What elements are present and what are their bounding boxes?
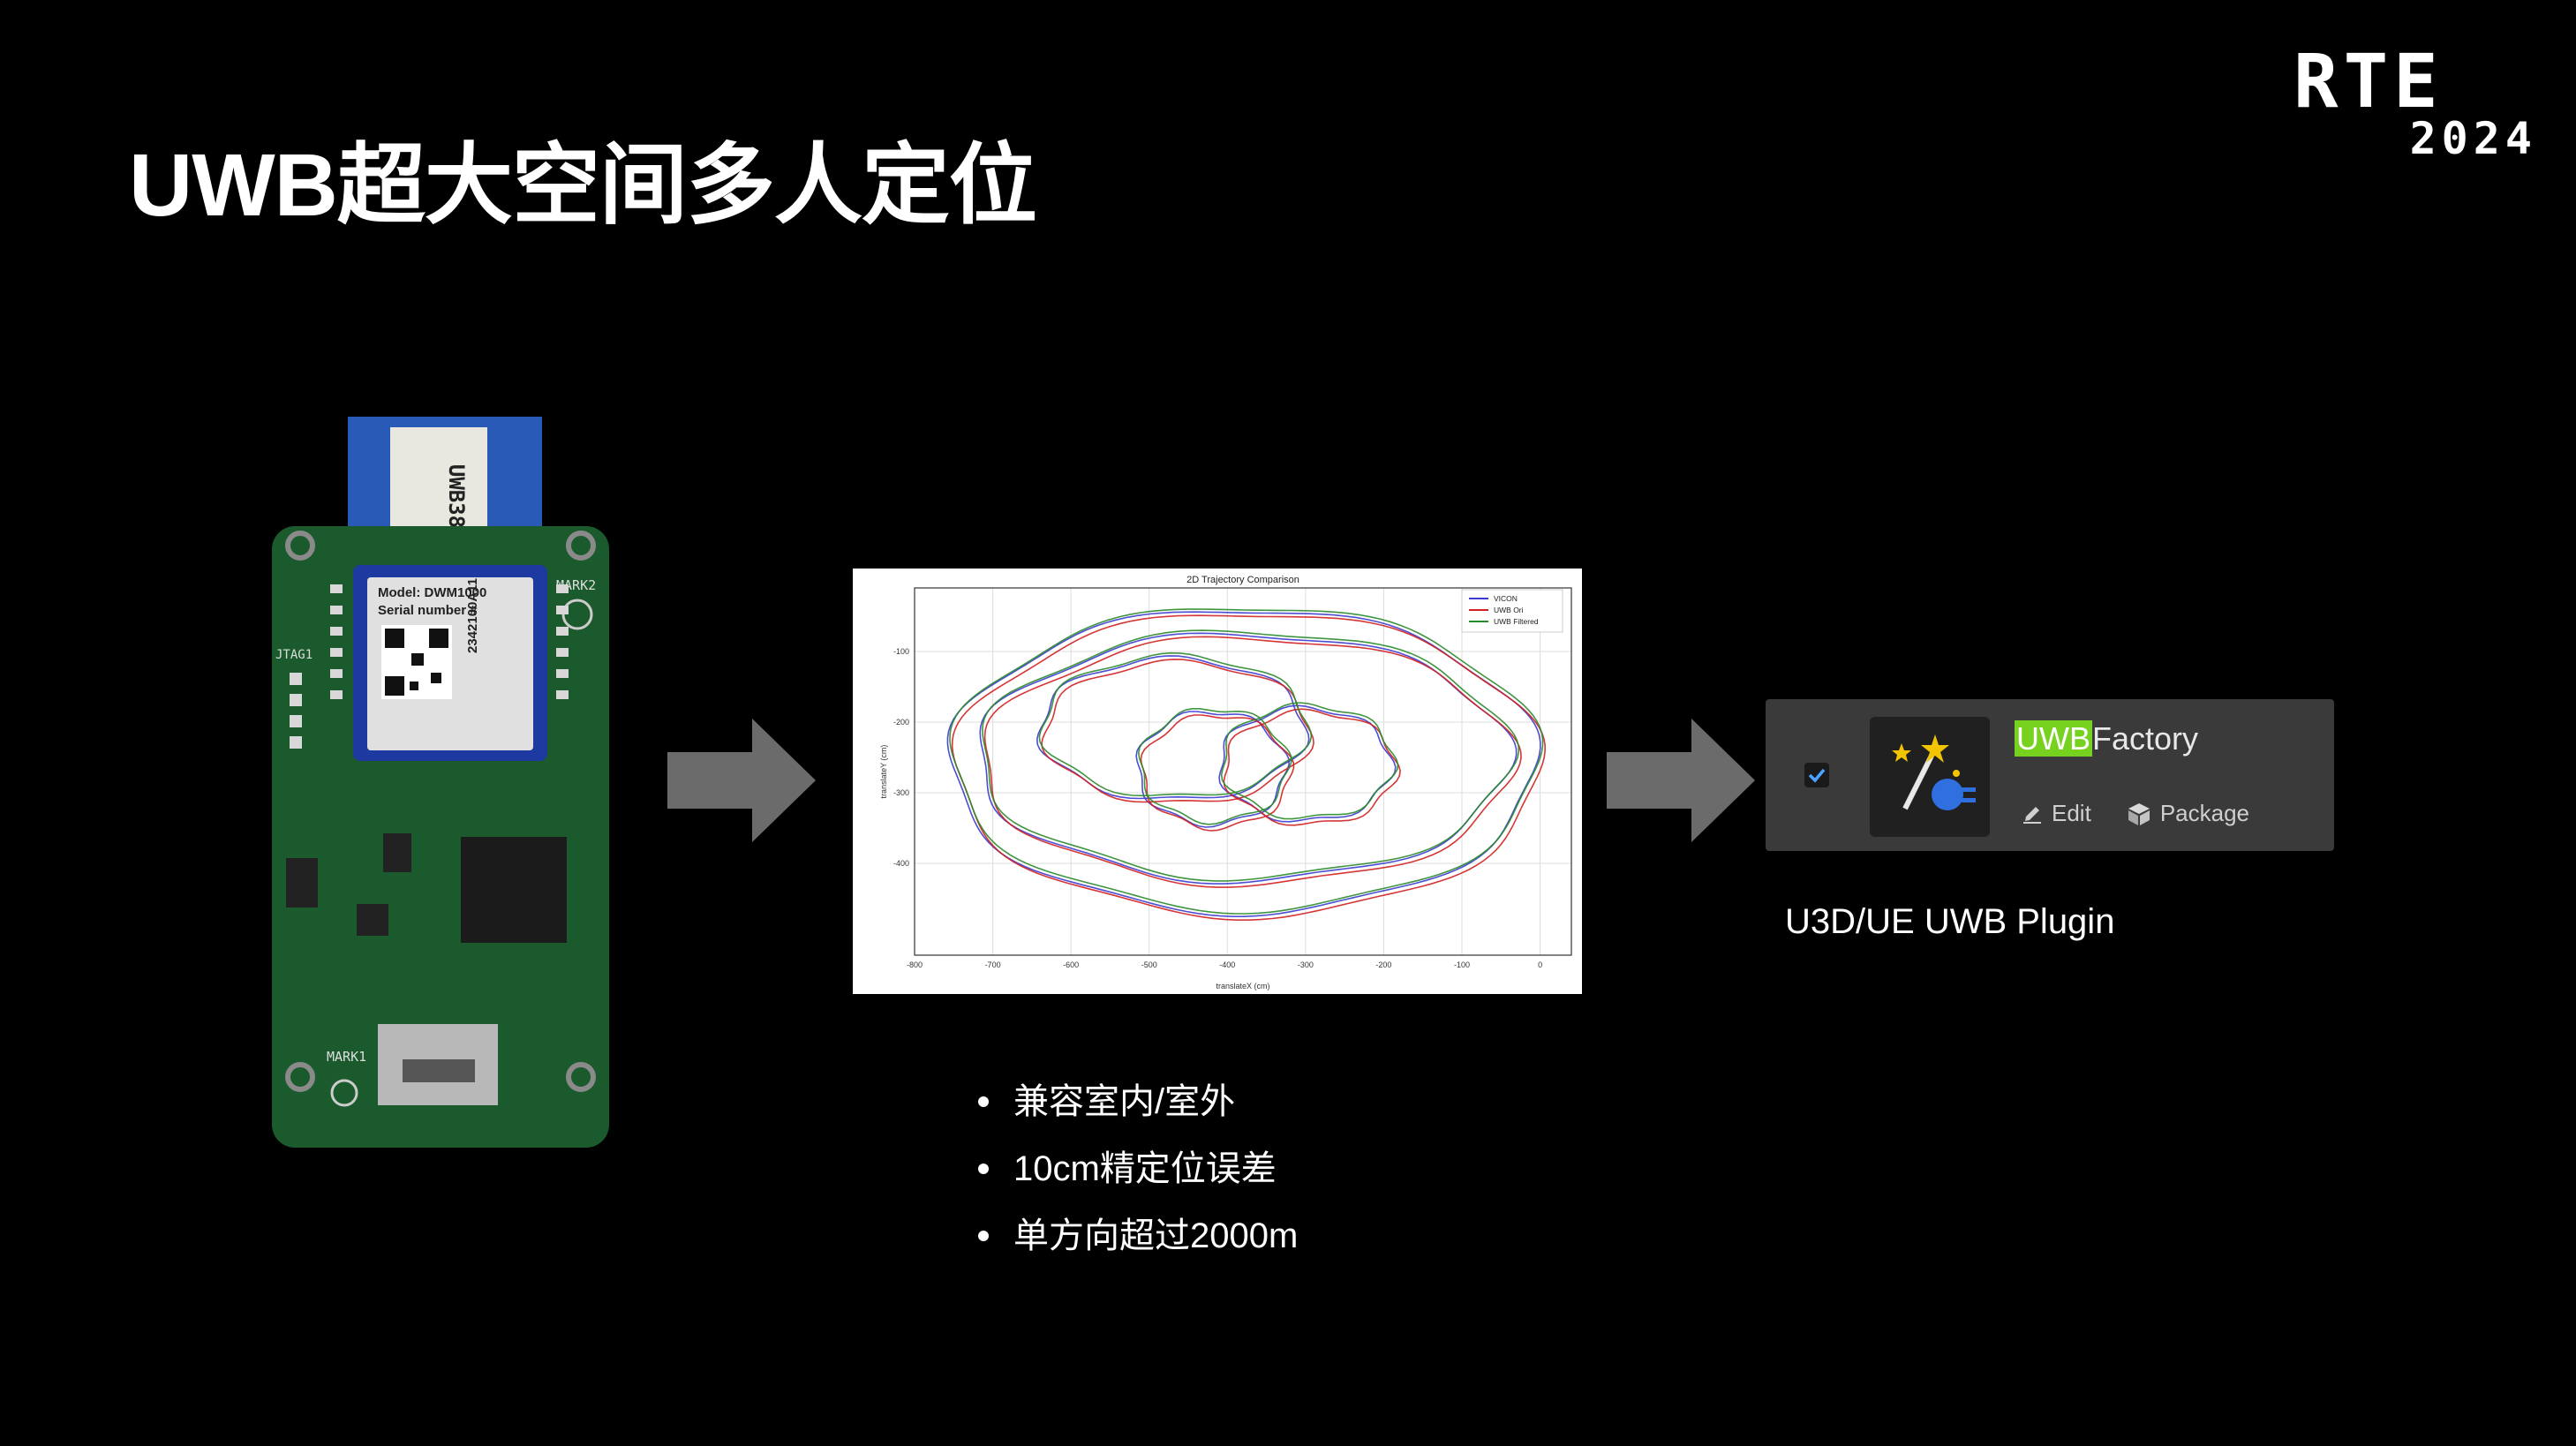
trajectory-line: [949, 608, 1544, 915]
legend-label: UWB Ori: [1494, 606, 1524, 614]
usb-port: [403, 1059, 475, 1082]
logo-year: 2024: [2409, 113, 2537, 164]
x-tick-label: -200: [1375, 960, 1391, 969]
plugin-caption: U3D/UE UWB Plugin: [1785, 902, 2115, 941]
chip-u4: [383, 833, 411, 872]
bullet-item: 兼容室内/室外: [978, 1068, 1298, 1135]
trajectory-line: [1223, 708, 1401, 826]
x-tick-label: -700: [985, 960, 1001, 969]
jtag-label: JTAG1: [275, 648, 313, 662]
y-tick-label: -200: [893, 718, 909, 727]
x-tick-label: -600: [1063, 960, 1079, 969]
trajectory-line: [946, 611, 1541, 917]
uwb-board-photo: UWB38 MARK2 MARK1 JTAG1 Model: DWM1000 S…: [272, 417, 609, 1148]
magic-wand-plug-icon: [1892, 734, 1976, 810]
chip-u3: [357, 904, 388, 936]
checkbox-checked-icon: [1808, 768, 1826, 783]
feature-bullets: 兼容室内/室外 10cm精定位误差 单方向超过2000m: [978, 1068, 1298, 1269]
x-tick-label: 0: [1538, 960, 1542, 969]
arrow-right-icon: [1607, 719, 1755, 842]
trajectory-line: [1220, 702, 1399, 820]
trajectory-chart: 2D Trajectory Comparison translateX (cm)…: [879, 575, 1572, 990]
bullet-dot: [978, 1231, 989, 1241]
package-icon: [2128, 802, 2150, 825]
rte-logo: RTE 2024: [2294, 38, 2537, 164]
bullet-text: 兼容室内/室外: [1013, 1082, 1236, 1121]
plugin-enabled-checkbox[interactable]: [1804, 763, 1829, 787]
bullet-text: 单方向超过2000m: [1013, 1216, 1299, 1255]
edit-button[interactable]: Edit: [2022, 800, 2091, 827]
x-tick-label: -800: [907, 960, 923, 969]
arrow-right-icon: [667, 719, 816, 842]
logo-brand: RTE: [2294, 38, 2444, 124]
legend-label: UWB Filtered: [1494, 617, 1539, 626]
package-label: Package: [2159, 800, 2249, 826]
trajectory-line: [1140, 714, 1295, 832]
trajectory-line: [983, 636, 1522, 888]
antenna-label: [390, 427, 487, 544]
trajectory-line: [951, 614, 1547, 921]
bullet-text: 10cm精定位误差: [1013, 1149, 1277, 1188]
plugin-name-rest: Factory: [2092, 720, 2199, 757]
x-tick-label: -300: [1298, 960, 1314, 969]
plugin-thumbnail: [1870, 717, 1990, 837]
trajectory-line: [1041, 659, 1314, 803]
y-axis-label: translateY (cm): [879, 745, 888, 799]
castellated-pads: [330, 584, 569, 699]
legend-label: VICON: [1494, 594, 1518, 603]
serial-code: 2342100A11: [465, 578, 480, 653]
edit-label: Edit: [2052, 800, 2091, 826]
trajectory-line: [979, 632, 1518, 885]
jtag-header: [290, 673, 302, 749]
x-axis-label: translateX (cm): [1216, 982, 1269, 990]
mounting-holes: [285, 531, 596, 1092]
y-tick-label: -300: [893, 788, 909, 797]
trajectory-line: [1137, 708, 1292, 825]
x-tick-label: -400: [1219, 960, 1235, 969]
model-text: Model: DWM1000: [378, 585, 486, 600]
chip-u2: [286, 858, 318, 908]
y-tick-label: -400: [893, 859, 909, 868]
x-tick-label: -500: [1141, 960, 1157, 969]
slide-title: UWB超大空间多人定位: [129, 136, 1037, 235]
serial-label: Serial number #: [378, 603, 478, 618]
trajectory-plot-panel: 2D Trajectory Comparison translateX (cm)…: [853, 569, 1582, 994]
uwb-factory-plugin-card[interactable]: UWBFactory Edit Package: [1766, 699, 2334, 851]
antenna-text: UWB38: [444, 464, 469, 528]
plot-frame: [914, 587, 1572, 956]
mark1-label: MARK1: [327, 1049, 366, 1065]
bullet-dot: [978, 1164, 989, 1174]
bullet-dot: [978, 1096, 989, 1107]
package-button[interactable]: Package: [2127, 800, 2249, 827]
trajectory-line: [982, 629, 1520, 882]
plugin-name: UWBFactory: [2015, 720, 2198, 757]
plugin-actions: Edit Package: [2022, 800, 2249, 827]
mcu-chip: [461, 837, 567, 943]
trajectory-line: [1218, 704, 1397, 823]
bullet-item: 10cm精定位误差: [978, 1135, 1298, 1202]
chart-title: 2D Trajectory Comparison: [1186, 575, 1299, 585]
x-tick-label: -100: [1454, 960, 1470, 969]
mark1-fiducial: [330, 1079, 358, 1107]
trajectory-line: [1038, 651, 1313, 797]
y-tick-label: -100: [893, 647, 909, 656]
bullet-item: 单方向超过2000m: [978, 1202, 1298, 1269]
pencil-icon: [2023, 806, 2041, 824]
plugin-name-highlight: UWB: [2015, 720, 2092, 757]
